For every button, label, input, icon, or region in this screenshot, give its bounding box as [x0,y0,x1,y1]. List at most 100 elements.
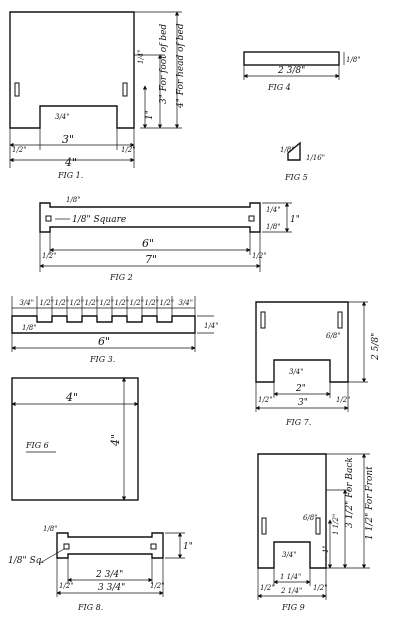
fig2-note-square: 1/8" Square [72,215,126,225]
fig8-hole-left [63,543,70,550]
fig6-dim-height: 4" [109,434,122,447]
fig7-dim-edge-left: 1/2" [258,396,273,404]
fig2-hole-left [45,215,52,222]
fig9-label-back: 3 1/2" For Back [345,457,355,528]
fig8-dim-edge-left: 1/2" [59,582,74,590]
fig7-caption: FIG 7. [285,418,311,427]
fig1-dim-notch: 3/4" [55,113,70,121]
fig2-hole-right [248,215,255,222]
fig7-slot-left [260,311,266,329]
fig4-dim-length: 2 3/8" [277,66,305,76]
figure-8: 1/8" 1/8" Sq. 2 3/4" 3 3/4" 1/2" 1/2" 1"… [8,525,193,612]
fig9-dim-mid: 1 1/2" [332,514,340,535]
fig3-segment-label: 3/4" [20,299,35,307]
fig6-outline [11,377,139,501]
figure-3: 3/4"1/2"1/2"1/2"1/2"1/2"1/2"1/2"1/2"1/2"… [11,296,219,364]
fig1-slot-left [14,82,20,97]
fig3-segment-label: 1/2" [145,299,160,307]
figure-6: 4" 4" FIG 6 [11,377,139,501]
fig9-slot-right [315,517,321,535]
fig8-dim-tenon: 1/8" [43,525,58,533]
fig2-caption: FIG 2 [109,273,133,282]
figure-7: 2" 3" 1/2" 1/2" 3/4" 6/8" 2 5/8" FIG 7. [255,301,381,427]
fig5-dim-b: 1/16" [306,154,325,162]
fig9-dim-edge-left: 1/2" [260,584,275,592]
fig5-caption: FIG 5 [284,173,308,182]
fig1-dim-slot: 1/4" [137,50,145,65]
fig1-caption: FIG 1. [57,171,83,180]
fig2-dim-end-right: 1/2" [252,252,267,260]
fig1-dim-edge-right: 1/2" [121,146,136,154]
fig7-dim-notch: 3/4" [289,368,304,376]
fig1-label-head: 4" For head of bed [176,23,186,109]
fig3-segment-ticks [11,296,196,316]
figure-4: 2 3/8" 1/8" FIG 4 [243,51,361,92]
fig7-dim-total: 3" [298,398,308,408]
fig6-caption: FIG 6 [25,441,49,450]
fig3-segment-label: 1/2" [115,299,130,307]
fig3-segment-label: 1/2" [85,299,100,307]
fig2-dim-end-left: 1/2" [42,252,57,260]
fig3-dim-notch: 1/8" [22,324,37,332]
fig3-segment-label: 1/2" [130,299,145,307]
fig1-dim-gap: 1" [145,110,155,120]
fig9-dim-slot: 6/8" [303,514,318,522]
fig8-note-sq: 1/8" Sq. [8,556,44,566]
fig2-dim-inner: 6" [142,237,154,250]
fig9-dim-notch: 3/4" [282,551,297,559]
fig2-dim-r2: 1/8" [266,223,281,231]
fig9-outline [257,453,327,569]
fig1-dim-inner: 3" [62,133,74,146]
fig6-dim-width: 4" [65,391,78,404]
fig3-dim-total: 6" [98,335,110,348]
fig5-dim-a: 1/8" [280,146,295,154]
fig3-caption: FIG 3. [89,355,115,364]
fig3-segment-label: 1/2" [160,299,175,307]
fig7-slot-right [337,311,343,329]
fig9-label-front: 1 1/2" For Front [365,466,375,540]
fig8-hole-right [150,543,157,550]
fig5-outline [287,141,301,161]
fig9-dim-low: 1" [322,545,330,553]
fig9-slot-left [261,517,267,535]
fig3-segment-label: 1/2" [100,299,115,307]
fig4-outline [243,51,340,66]
fig8-dim-edge-right: 1/2" [150,582,165,590]
fig1-dim-edge-left: 1/2" [12,146,27,154]
fig8-dim-total: 3 3/4" [98,583,125,593]
fig1-slot-right [122,82,128,97]
figure-9: 1 1/4" 2 1/4" 1/2" 1/2" 3/4" 6/8" 1" 1 1… [257,453,375,612]
fig7-dim-slot: 6/8" [326,332,341,340]
fig3-dim-height: 1/4" [204,322,219,330]
fig3-segment-label: 1/2" [40,299,55,307]
fig9-dim-inner: 1 1/4" [280,573,301,581]
fig4-dim-thickness: 1/8" [346,56,361,64]
fig4-caption: FIG 4 [267,83,291,92]
fig1-dim-total: 4" [64,156,77,169]
fig2-dim-r1: 1/4" [266,206,281,214]
fig3-segment-label: 1/2" [70,299,85,307]
fig8-dim-height: 1" [183,542,193,552]
fig1-label-foot: 3" For foot of bed [159,24,169,104]
figure-2: 1/8" 1/8" Square 6" 7" 1/2" 1/2" 1" 1/4"… [39,196,300,282]
fig8-caption: FIG 8. [77,603,103,612]
figure-1: 3" 4" 1/2" 1/2" 3/4" 1/4" 1" 3" For foot… [9,11,186,180]
fig3-segment-labels: 3/4"1/2"1/2"1/2"1/2"1/2"1/2"1/2"1/2"1/2"… [20,299,194,307]
fig9-dim-total: 2 1/4" [280,587,302,595]
fig2-dim-height: 1" [290,215,300,225]
fig3-segment-label: 1/2" [55,299,70,307]
fig8-dim-inner: 2 3/4" [95,570,123,580]
fig3-segment-label: 3/4" [179,299,194,307]
fig7-dim-height: 2 5/8" [371,333,381,361]
fig7-outline [255,301,349,383]
fig2-dim-total: 7" [145,253,157,266]
fig2-dim-tenon: 1/8" [66,196,81,204]
fig1-outline [9,11,135,129]
fig9-dim-edge-right: 1/2" [313,584,328,592]
fig7-dim-inner: 2" [295,384,306,394]
fig3-outline [11,315,196,334]
figure-5: 1/8" 1/16" FIG 5 [280,141,325,182]
fig8-outline [56,532,164,559]
fig7-dim-edge-right: 1/2" [336,396,351,404]
